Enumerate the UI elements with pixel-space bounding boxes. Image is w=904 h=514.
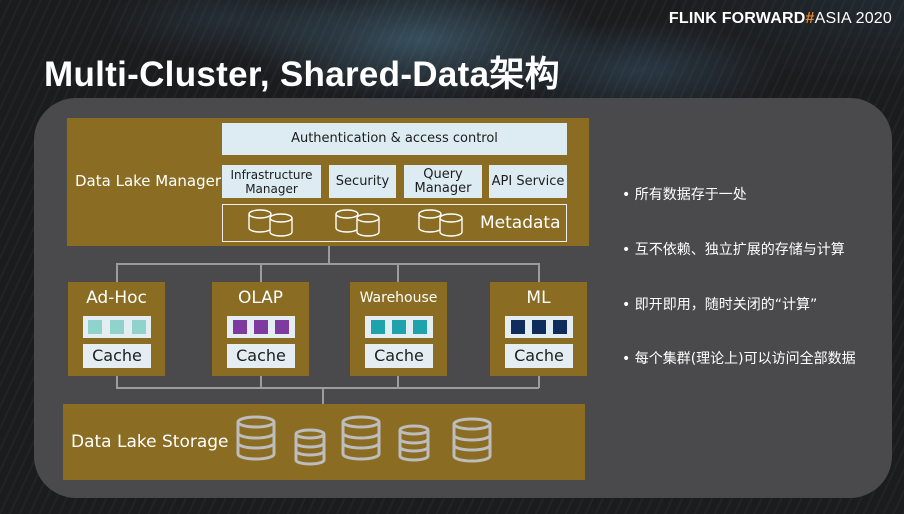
brand-hash: # xyxy=(805,10,815,27)
cluster-olap-cache: Cache xyxy=(227,344,295,368)
cluster-ml-cache: Cache xyxy=(505,344,573,368)
node-square xyxy=(275,320,289,334)
auth-access-control: Authentication & access control xyxy=(222,123,567,155)
metadata-box xyxy=(222,204,567,242)
metadata-label: Metadata xyxy=(480,213,561,233)
connector-storage-up xyxy=(322,387,324,404)
connector-top-drop-1 xyxy=(116,263,118,282)
bullet-item: • 每个集群(理论上)可以访问全部数据 xyxy=(622,351,856,367)
brand-flink: FLINK xyxy=(668,10,718,27)
node-square xyxy=(132,320,146,334)
database-icon xyxy=(294,428,326,466)
cluster-warehouse-cache: Cache xyxy=(365,344,433,368)
data-lake-storage-label: Data Lake Storage xyxy=(71,432,229,452)
database-icon xyxy=(236,415,276,461)
node-square xyxy=(511,320,525,334)
connector-manager-down xyxy=(328,246,330,264)
bullet-text: 所有数据存于一处 xyxy=(634,187,747,203)
bullet-text: 即开即用，随时关闭的“计算” xyxy=(634,297,818,313)
node-square xyxy=(371,320,385,334)
database-icon xyxy=(341,415,381,461)
node-square xyxy=(233,320,247,334)
bullet-text: 每个集群(理论上)可以访问全部数据 xyxy=(634,351,856,367)
connector-top-bus xyxy=(116,263,539,265)
connector-top-drop-2 xyxy=(260,263,262,282)
cluster-ml-name: ML xyxy=(526,288,551,308)
connector-bottom-rise-2 xyxy=(260,376,262,388)
brand-logo: FLINK FORWARD#ASIA 2020 xyxy=(669,10,892,28)
module-security: Security xyxy=(329,165,396,198)
brand-asia: ASIA 2020 xyxy=(814,10,892,27)
node-square xyxy=(88,320,102,334)
node-square xyxy=(532,320,546,334)
module-infrastructure-manager: Infrastructure Manager xyxy=(222,165,321,198)
module-query-manager: Query Manager xyxy=(404,165,482,198)
bullet-item: • 互不依赖、独立扩展的存储与计算 xyxy=(622,242,845,258)
node-square xyxy=(553,320,567,334)
database-icon xyxy=(452,417,492,463)
connector-bottom-bus xyxy=(116,387,539,389)
node-square xyxy=(254,320,268,334)
module-api-service: API Service xyxy=(489,165,567,198)
node-square xyxy=(392,320,406,334)
connector-bottom-rise-4 xyxy=(538,376,540,388)
bullet-text: 互不依赖、独立扩展的存储与计算 xyxy=(634,242,845,258)
slide-title: Multi-Cluster, Shared-Data架构 xyxy=(44,55,560,94)
database-icon xyxy=(398,424,430,462)
cluster-adhoc-name: Ad-Hoc xyxy=(86,288,147,308)
cluster-warehouse-name: Warehouse xyxy=(359,290,438,306)
connector-bottom-rise-3 xyxy=(397,376,399,388)
data-lake-manager-label: Data Lake Manager xyxy=(75,172,222,190)
bullet-item: • 所有数据存于一处 xyxy=(622,187,747,203)
node-square xyxy=(110,320,124,334)
bullet-item: • 即开即用，随时关闭的“计算” xyxy=(622,297,818,313)
connector-top-drop-4 xyxy=(538,263,540,282)
cluster-olap-name: OLAP xyxy=(237,288,284,308)
connector-top-drop-3 xyxy=(397,263,399,282)
node-square xyxy=(413,320,427,334)
cluster-adhoc-cache: Cache xyxy=(83,344,151,368)
connector-bottom-rise-1 xyxy=(116,376,118,388)
brand-forward: FORWARD xyxy=(721,10,806,27)
